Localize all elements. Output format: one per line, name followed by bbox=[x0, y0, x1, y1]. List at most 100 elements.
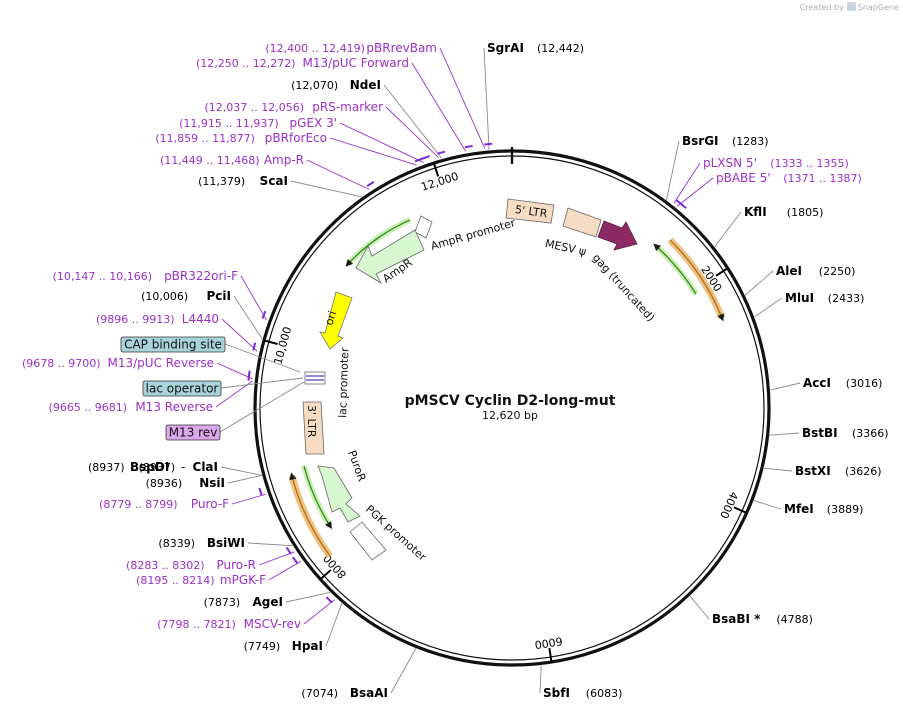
primer-prs-marker[interactable]: pRS-marker(12,037 .. 12,056) bbox=[204, 100, 383, 114]
enzyme-name: BspDI bbox=[130, 460, 169, 474]
enzyme-position: (12,070) bbox=[291, 79, 338, 92]
primer-amp-r[interactable]: Amp-R(11,449 .. 11,468) bbox=[160, 153, 304, 167]
credit-prefix: Created by bbox=[799, 3, 844, 12]
boxed-label-cap-binding-site[interactable]: CAP binding site bbox=[120, 336, 226, 353]
primer-position: (11,859 .. 11,877) bbox=[155, 132, 255, 145]
enzyme-site-mfei[interactable]: MfeI(3889) bbox=[784, 502, 863, 516]
enzyme-position: (3016) bbox=[846, 377, 883, 390]
primer-arrow bbox=[247, 372, 251, 381]
primer-arrow bbox=[484, 142, 493, 146]
enzyme-site-sbfi[interactable]: SbfI(6083) bbox=[543, 686, 622, 700]
primer-puro-f[interactable]: Puro-F(8779 .. 8799) bbox=[99, 497, 229, 511]
primer-pbr322ori-f[interactable]: pBR322ori-F(10,147 .. 10,166) bbox=[53, 269, 239, 283]
primer-plxsn-5[interactable]: pLXSN 5'(1333 .. 1355) bbox=[703, 156, 849, 170]
primer-puro-r[interactable]: Puro-R(8283 .. 8302) bbox=[126, 558, 256, 572]
boxed-label-leader-line bbox=[224, 343, 301, 373]
enzyme-site-nsii[interactable]: NsiI(8936) bbox=[146, 476, 225, 490]
primer-arrow bbox=[421, 155, 431, 160]
enzyme-name: AgeI bbox=[253, 595, 283, 609]
feature-5-ltr[interactable]: 5' LTR bbox=[505, 198, 555, 224]
enzyme-site-alei[interactable]: AleI(2250) bbox=[776, 264, 855, 278]
primer-mscv-rev[interactable]: MSCV-rev(7798 .. 7821) bbox=[157, 617, 301, 631]
enzyme-name: KflI bbox=[744, 205, 767, 219]
enzyme-position: (1283) bbox=[732, 135, 769, 148]
primer-leader-line bbox=[216, 362, 253, 380]
primer-position: (1371 .. 1387) bbox=[783, 172, 862, 185]
primer-leader-line bbox=[339, 122, 424, 163]
enzyme-site-agei[interactable]: AgeI(7873) bbox=[204, 595, 283, 609]
boxed-label-m13-rev[interactable]: M13 rev bbox=[165, 424, 221, 441]
enzyme-site-bsiwi[interactable]: BsiWI(8339) bbox=[158, 536, 245, 550]
enzyme-site-clai[interactable]: ClaI (8937) bbox=[139, 460, 218, 474]
enzyme-name: AleI bbox=[776, 264, 802, 278]
feature-puror[interactable]: PuroR bbox=[317, 449, 368, 523]
primer-position: (12,400 .. 12,419) bbox=[265, 42, 365, 55]
feature-ampr-promoter[interactable]: AmpR promoter bbox=[414, 215, 517, 253]
enzyme-position: (10,006) bbox=[141, 290, 188, 303]
primer-leader-line bbox=[306, 159, 370, 190]
primer-name: pLXSN 5' bbox=[703, 156, 757, 170]
feature-pgk-promoter[interactable]: PGK promoter bbox=[349, 503, 429, 564]
enzyme-site-scai[interactable]: ScaI(11,379) bbox=[198, 174, 288, 188]
enzyme-site-sgrai[interactable]: SgrAI(12,442) bbox=[487, 41, 584, 55]
primer-m13-reverse[interactable]: M13 Reverse(9665 .. 9681) bbox=[49, 400, 213, 414]
primer-arrow bbox=[679, 202, 687, 209]
primer-leader-line bbox=[231, 493, 266, 505]
primer-position: (10,147 .. 10,166) bbox=[53, 270, 153, 283]
ring-tick-mark bbox=[432, 162, 440, 177]
enzyme-name: MfeI bbox=[784, 502, 814, 516]
primer-l4440[interactable]: L4440(9896 .. 9913) bbox=[96, 312, 219, 326]
enzyme-site-hpai[interactable]: HpaI(7749) bbox=[244, 639, 323, 653]
primer-name: L4440 bbox=[182, 312, 219, 326]
enzyme-site-bsabi[interactable]: BsaBI *(4788) bbox=[712, 612, 813, 626]
enzyme-name: SbfI bbox=[543, 686, 570, 700]
feature-lac-promoter[interactable]: lac promoter bbox=[304, 347, 351, 418]
plasmid-length: 12,620 bp bbox=[482, 409, 538, 422]
enzyme-separator: - bbox=[181, 460, 185, 474]
enzyme-name: NdeI bbox=[350, 78, 381, 92]
primer-leader-line bbox=[303, 599, 336, 625]
enzyme-name: BsaBI * bbox=[712, 612, 761, 626]
enzyme-position: (8937) bbox=[139, 461, 176, 474]
ring-tick-mark bbox=[548, 647, 553, 663]
primer-pgex-3[interactable]: pGEX 3'(11,915 .. 11,937) bbox=[179, 116, 337, 130]
enzyme-site-acci[interactable]: AccI(3016) bbox=[803, 376, 882, 390]
feature-3-ltr[interactable]: 3' LTR bbox=[302, 401, 325, 455]
enzyme-name: ClaI bbox=[193, 460, 218, 474]
enzyme-position: (7074) bbox=[301, 687, 338, 700]
enzyme-leader-line bbox=[220, 466, 262, 476]
enzyme-site-pcii[interactable]: PciI(10,006) bbox=[141, 289, 231, 303]
primer-name: Amp-R bbox=[264, 153, 304, 167]
primer-m13-puc-reverse[interactable]: M13/pUC Reverse(9678 .. 9700) bbox=[22, 356, 214, 370]
enzyme-site-kfli[interactable]: KflI(1805) bbox=[744, 205, 823, 219]
primer-arrow bbox=[258, 487, 263, 496]
enzyme-site-bsaai[interactable]: BsaAI(7074) bbox=[301, 686, 388, 700]
primer-name: pRS-marker bbox=[312, 100, 383, 114]
enzyme-leader-line bbox=[754, 297, 783, 318]
primer-leader-line bbox=[385, 106, 439, 158]
boxed-label-lac-operator[interactable]: lac operator bbox=[142, 380, 222, 397]
primer-name: mPGK-F bbox=[220, 573, 266, 587]
feature-ori[interactable]: ori bbox=[319, 291, 353, 350]
enzyme-site-bstxi[interactable]: BstXI(3626) bbox=[795, 464, 882, 478]
enzyme-name: BstBI bbox=[802, 426, 838, 440]
primer-pbrforeco[interactable]: pBRforEco(11,859 .. 11,877) bbox=[155, 131, 327, 145]
enzyme-site-mlui[interactable]: MluI(2433) bbox=[785, 291, 864, 305]
enzyme-site-bsrgi[interactable]: BsrGI(1283) bbox=[682, 134, 769, 148]
ring-tick-label: 4000 bbox=[717, 490, 740, 521]
primer-pbrrevbam[interactable]: pBRrevBam(12,400 .. 12,419) bbox=[265, 41, 437, 55]
primer-name: Puro-F bbox=[191, 497, 229, 511]
primer-mpgk-f[interactable]: mPGK-F(8195 .. 8214) bbox=[136, 573, 266, 587]
primer-pbabe-5[interactable]: pBABE 5'(1371 .. 1387) bbox=[716, 171, 862, 185]
enzyme-site-ndei[interactable]: NdeI (12,070) bbox=[291, 78, 381, 92]
enzyme-site-bstbi[interactable]: BstBI(3366) bbox=[802, 426, 889, 440]
enzyme-site-bspdi[interactable]: BspDI-(8937) bbox=[88, 460, 185, 474]
feature-ampr[interactable]: AmpR bbox=[345, 217, 425, 285]
ring-tick-mark bbox=[319, 569, 332, 581]
feature-gag[interactable]: gag (truncated) bbox=[590, 220, 657, 324]
feature-left-arc bbox=[288, 465, 333, 559]
primer-name: M13/pUC Reverse bbox=[108, 356, 215, 370]
enzyme-position: (8936) bbox=[146, 477, 183, 490]
primer-m13-puc-forward[interactable]: M13/pUC Forward(12,250 .. 12,272) bbox=[196, 56, 409, 70]
